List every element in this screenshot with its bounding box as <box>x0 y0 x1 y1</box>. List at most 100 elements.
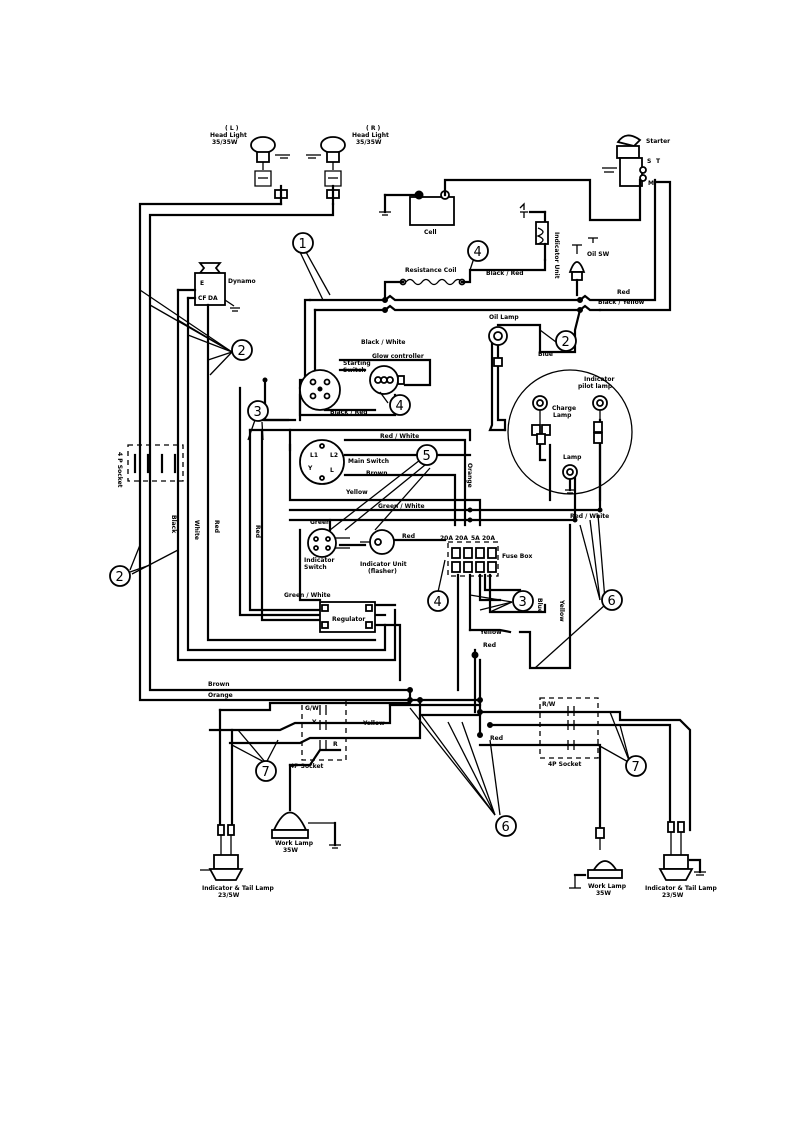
indicator-switch <box>307 528 350 558</box>
wire-label-yellow-vert: Yellow <box>558 599 565 622</box>
wire-label-black-vert: Black <box>170 515 177 534</box>
work-lamp-right-label: Work Lamp 35W <box>588 883 628 897</box>
oil-switch-label: Oil SW <box>587 251 610 258</box>
starter <box>602 134 647 187</box>
wire-label-green-white-main: Green / White <box>378 503 425 510</box>
indicator-pilot-lamp-label: Indicator pilot lamp <box>578 376 617 390</box>
wire-y-left: Y <box>311 719 317 726</box>
charge-lamp-label: Charge Lamp <box>552 405 578 419</box>
resistance-coil <box>399 278 466 286</box>
callout-4-mid: 4 <box>389 394 411 416</box>
socket-4p-right-label: 4P Socket <box>548 761 582 768</box>
fuse-box-label: Fuse Box <box>502 553 532 560</box>
wire-label-blue-vert: Blue <box>536 598 543 613</box>
callout-2-left: 2 <box>109 565 131 587</box>
wire-label-blue-oil: Blue <box>538 351 553 358</box>
wire-label-red-top: Red <box>617 289 630 296</box>
dynamo-terminal-e: E <box>200 280 204 287</box>
socket-4p-vertical <box>127 444 184 482</box>
work-lamp-right <box>569 827 623 889</box>
head-light-left <box>250 136 276 187</box>
oil-lamp-label: Oil Lamp <box>489 314 519 321</box>
resistance-coil-label: Resistance Coil <box>405 267 456 274</box>
head-light-connectors <box>274 184 340 206</box>
wire-label-green-ind: Green <box>310 519 330 526</box>
svg-text:4: 4 <box>396 399 404 414</box>
head-light-left-label: ( L ) Head Light 35/35W <box>210 125 249 146</box>
flasher-unit-label: Indicator Unit (flasher) <box>360 561 409 575</box>
wire-label-brown-main: Brown <box>366 470 387 477</box>
starter-terminal-s: S <box>647 158 651 165</box>
tail-lamp-left-label: Indicator & Tail Lamp 23/5W <box>202 885 276 899</box>
main-switch-label: Main Switch <box>348 458 389 465</box>
starter-label: Starter <box>646 138 670 145</box>
wire-gw-right: R/W <box>542 701 556 708</box>
oil-switch <box>568 237 598 281</box>
callout-5: 5 <box>416 444 438 466</box>
regulator-label: Regulator <box>332 616 365 623</box>
callout-3-right: 3 <box>512 590 534 612</box>
svg-text:5: 5 <box>423 449 431 464</box>
callout-4-low: 4 <box>427 590 449 612</box>
cell-battery <box>379 190 455 226</box>
starter-terminal-t: T <box>656 158 661 165</box>
wire-label-black-white: Black / White <box>361 339 405 346</box>
callout-1: 1 <box>292 232 314 254</box>
starting-switch <box>299 369 341 411</box>
svg-text:4: 4 <box>434 595 442 610</box>
wire-gw-left: G/W <box>305 705 319 712</box>
svg-text:2: 2 <box>562 335 570 350</box>
dynamo-terminal-cf: CF <box>198 295 207 302</box>
fuse-box <box>447 541 499 577</box>
cell-label: Cell <box>424 229 437 236</box>
main-switch: L1 L2 Y L <box>299 439 345 485</box>
wire-label-black-yellow: Black / Yellow <box>598 299 645 306</box>
main-switch-terminal-l2: L2 <box>330 452 338 459</box>
main-switch-terminal-l: L <box>330 467 334 474</box>
wire-label-orange-vert: Orange <box>466 463 473 488</box>
callout-leaders <box>129 251 631 816</box>
head-light-right-label: ( R ) Head Light 35/35W <box>352 125 391 146</box>
svg-text:4: 4 <box>474 245 482 260</box>
wire-label-red-vert: Red <box>213 520 220 533</box>
svg-text:1: 1 <box>299 237 307 252</box>
wire-label-red-vert2: Red <box>254 525 261 538</box>
svg-text:2: 2 <box>116 570 124 585</box>
glow-controller-label: Glow controller <box>372 353 424 360</box>
head-light-right <box>320 136 346 187</box>
svg-text:3: 3 <box>254 405 262 420</box>
socket-4p-right <box>539 697 599 759</box>
wire-label-orange-bottom: Orange <box>208 692 233 699</box>
svg-text:6: 6 <box>608 594 616 609</box>
main-switch-terminal-l1: L1 <box>310 452 318 459</box>
tail-lamp-left <box>200 824 244 881</box>
callout-7-right: 7 <box>625 755 647 777</box>
regulator <box>319 601 376 633</box>
wire-label-yellow-bottom: Yellow <box>362 720 385 727</box>
wire-label-red-white-right: Red / White <box>570 513 609 520</box>
socket-4p-vertical-label: 4 P Socket <box>116 452 123 488</box>
wire-label-yellow-fuse: Yellow <box>479 629 502 636</box>
fuse-rating-1: 20A <box>440 535 453 542</box>
tail-lamp-right <box>658 821 706 881</box>
wire-label-red-ind: Red <box>402 533 415 540</box>
oil-lamp <box>488 326 508 367</box>
wire-label-black-red-start: Black / Red <box>330 409 368 416</box>
fuse-rating-3: 5A <box>471 535 480 542</box>
callout-2-right: 2 <box>555 330 577 352</box>
wire-r-left: R <box>333 741 338 748</box>
fuse-rating-2: 20A <box>455 535 468 542</box>
svg-text:2: 2 <box>238 344 246 359</box>
socket-4p-left-label: 4P Socket <box>290 763 324 770</box>
callout-4-top: 4 <box>467 240 489 262</box>
wire-label-red-fuse: Red <box>483 642 496 649</box>
tail-lamp-right-label: Indicator & Tail Lamp 23/5W <box>645 885 719 899</box>
starting-switch-label: Starting Switch <box>343 360 373 374</box>
svg-text:3: 3 <box>519 595 527 610</box>
svg-text:7: 7 <box>632 760 640 775</box>
lamp-label: Lamp <box>563 454 582 461</box>
wire-label-green-white-reg: Green / White <box>284 592 331 599</box>
svg-text:7: 7 <box>262 765 270 780</box>
